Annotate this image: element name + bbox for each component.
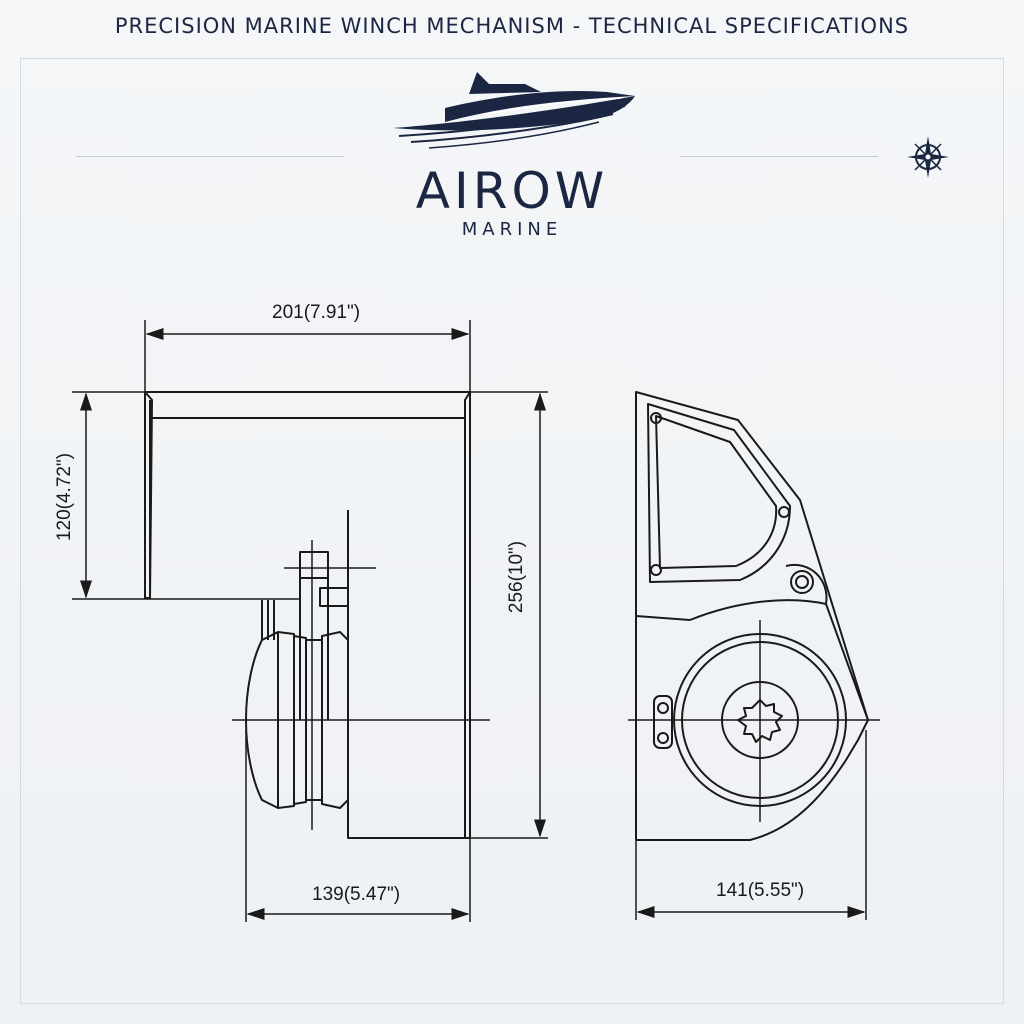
brand-name: AIROW [415,162,609,220]
dim-base-width: 139(5.47") [312,884,401,905]
side-view [72,320,548,922]
drawing-frame [20,58,1004,1004]
dim-drum-height: 120(4.72") [54,452,75,542]
compass-rose-icon [907,136,949,178]
brand-subtitle: MARINE [461,219,563,240]
dim-side-width: 201(7.91") [272,302,361,323]
header-rule-left [76,156,344,157]
dim-total-height: 256(10") [506,540,527,614]
dim-front-width: 141(5.55") [716,880,805,901]
speedboat-logo-icon [393,72,635,149]
front-view [628,391,880,920]
page-title: PRECISION MARINE WINCH MECHANISM - TECHN… [114,14,910,38]
header-rule-right [680,156,878,157]
